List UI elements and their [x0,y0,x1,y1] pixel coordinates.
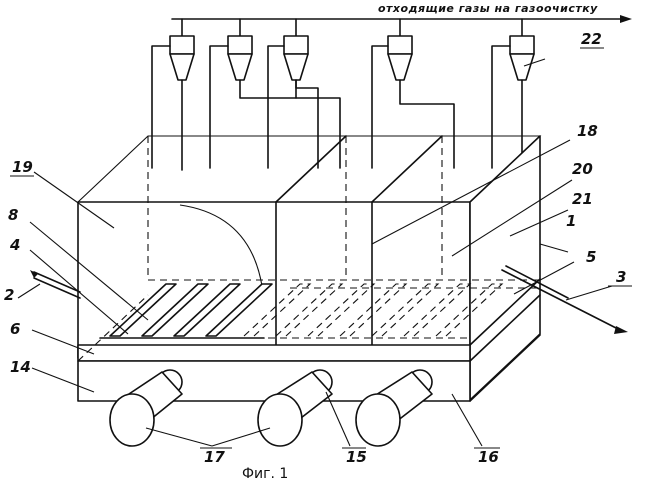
figure-caption: Фиг. 1 [242,466,288,482]
callout-22: 22 [581,30,602,48]
callout-17: 17 [204,448,225,466]
cyclone-3 [284,36,308,80]
callout-19: 19 [12,158,33,176]
exhaust-label: отходящие газы на газоочистку [378,2,598,15]
callout-6: 6 [10,320,20,338]
callout-4: 4 [9,236,20,254]
callout-20: 20 [572,160,593,178]
callout-5: 5 [586,248,596,266]
cyclone-1 [170,36,194,170]
callout-8: 8 [8,206,18,224]
exhaust-header-pipe [172,15,632,36]
callout-14: 14 [10,358,31,376]
callout-16: 16 [478,448,499,466]
callout-1: 1 [566,212,576,230]
callout-21: 21 [572,190,593,208]
cyclone-2 [228,36,252,80]
lance-2 [30,270,80,298]
cyclone-4 [388,36,412,80]
callout-18: 18 [577,122,598,140]
callout-2: 2 [4,286,14,304]
callout-3: 3 [616,268,626,286]
cyclone-5 [510,36,534,80]
cyclone-group [170,36,534,170]
callout-15: 15 [346,448,367,466]
